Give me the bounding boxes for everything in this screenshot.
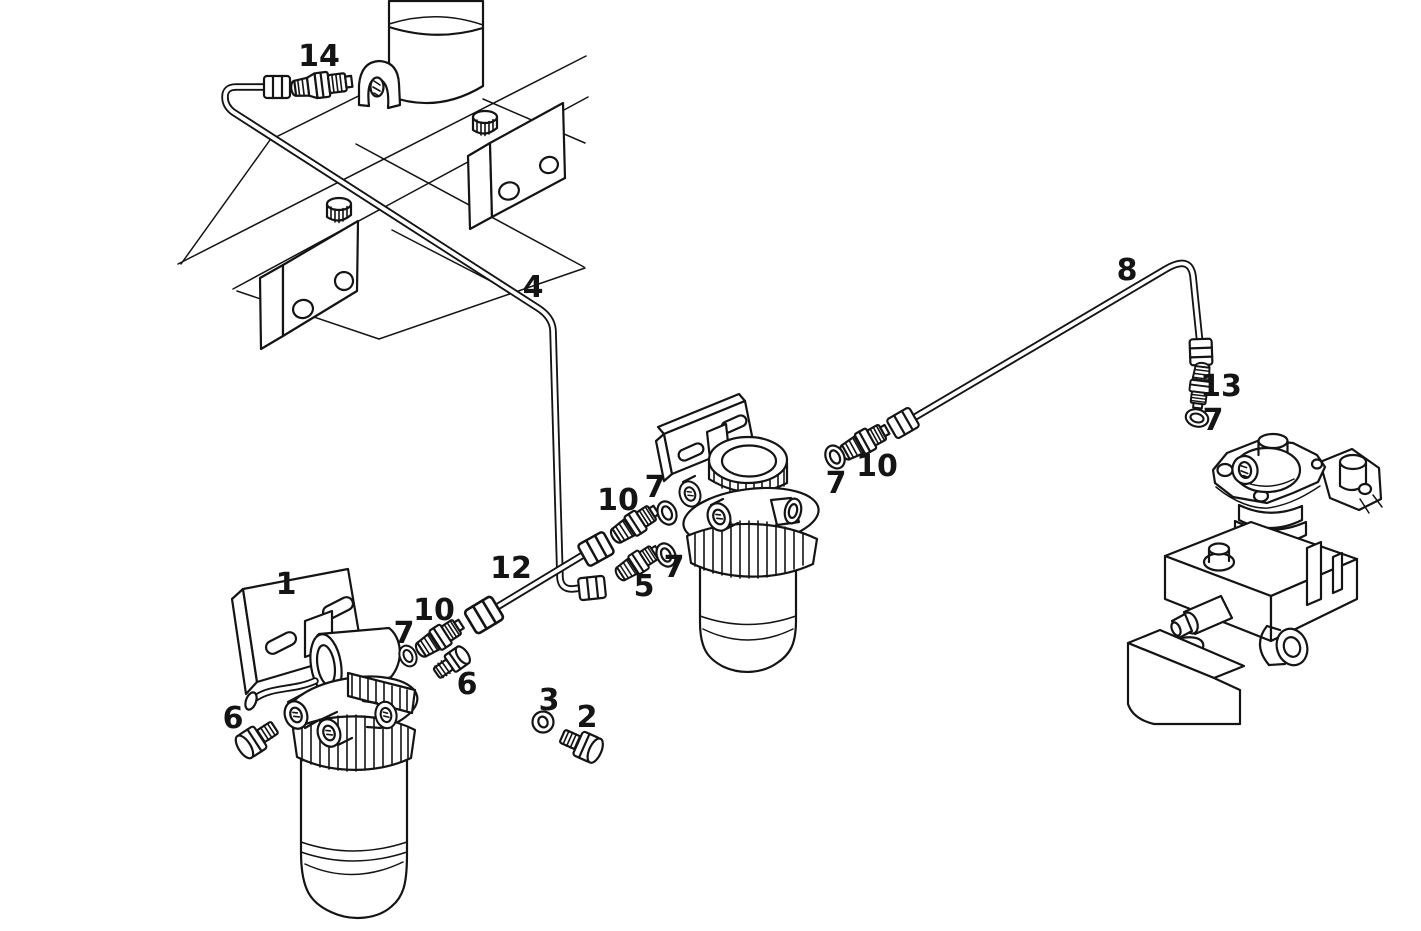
- callout-7-14: 7: [645, 470, 666, 505]
- frame-cylinder: [387, 0, 485, 105]
- filter1-ports: [279, 692, 401, 752]
- callout-10-13: 10: [597, 483, 639, 518]
- callout-10-5: 10: [856, 449, 898, 484]
- feed-pump-dome: [1231, 432, 1302, 494]
- callout-8-2: 8: [1117, 253, 1138, 288]
- injection-pump: [1126, 432, 1383, 726]
- callout-10-8: 10: [413, 593, 455, 628]
- pipe-clamp: [357, 59, 402, 110]
- pipe8-union-nut: [1188, 337, 1214, 367]
- callout-3-17: 3: [539, 683, 560, 718]
- callout-5-15: 5: [634, 569, 655, 604]
- pump-lower-block: [1126, 628, 1246, 726]
- callout-4-1: 4: [523, 270, 544, 305]
- frame-bolt: [471, 109, 499, 137]
- frame-bracket-right: [466, 101, 567, 231]
- pipe12-union-nut: [462, 594, 506, 636]
- callout-6-11: 6: [223, 701, 244, 736]
- filter2-top-ring: [707, 435, 789, 497]
- filter1-canister: [299, 739, 409, 919]
- washer-3: [531, 710, 555, 734]
- fuel-filter-1: [230, 567, 419, 919]
- pump-port-cylinder: [1258, 624, 1309, 667]
- pump-side-valve: [1157, 594, 1234, 664]
- filter1-hose: [244, 677, 319, 711]
- fuel-pipe-8: [820, 259, 1214, 473]
- pump-body: [1163, 520, 1359, 643]
- filter2-canister: [698, 554, 798, 673]
- callout-7-9: 7: [394, 616, 415, 651]
- pipe12-union-nut: [576, 529, 616, 569]
- filter2-ports: [675, 474, 803, 536]
- fuel-pipe-4: [221, 74, 608, 602]
- callout-1-7: 1: [276, 567, 297, 602]
- callout-13-3: 13: [1200, 369, 1242, 404]
- pipe8-union-nut: [885, 405, 921, 441]
- banjo-fitting-14: [290, 70, 354, 100]
- engine-frame: [177, 0, 589, 351]
- callout-2-18: 2: [577, 700, 598, 735]
- callout-7-6: 7: [826, 466, 847, 501]
- pump-lever-arm: [1318, 447, 1383, 514]
- callout-7-16: 7: [664, 550, 685, 585]
- screw-6: [432, 645, 471, 679]
- filter1-hardware: [231, 613, 608, 767]
- frame-bolt: [325, 196, 353, 224]
- pipe4-union-nut: [576, 574, 608, 602]
- callout-14-0: 14: [298, 39, 340, 74]
- callout-12-12: 12: [490, 551, 532, 586]
- callout-6-10: 6: [457, 667, 478, 702]
- fuel-pipe-12: [462, 529, 616, 636]
- fuel-filter-2: [605, 392, 820, 673]
- callout-7-4: 7: [1203, 403, 1224, 438]
- frame-bracket-left: [258, 196, 360, 351]
- pipe4-union-nut: [262, 74, 292, 100]
